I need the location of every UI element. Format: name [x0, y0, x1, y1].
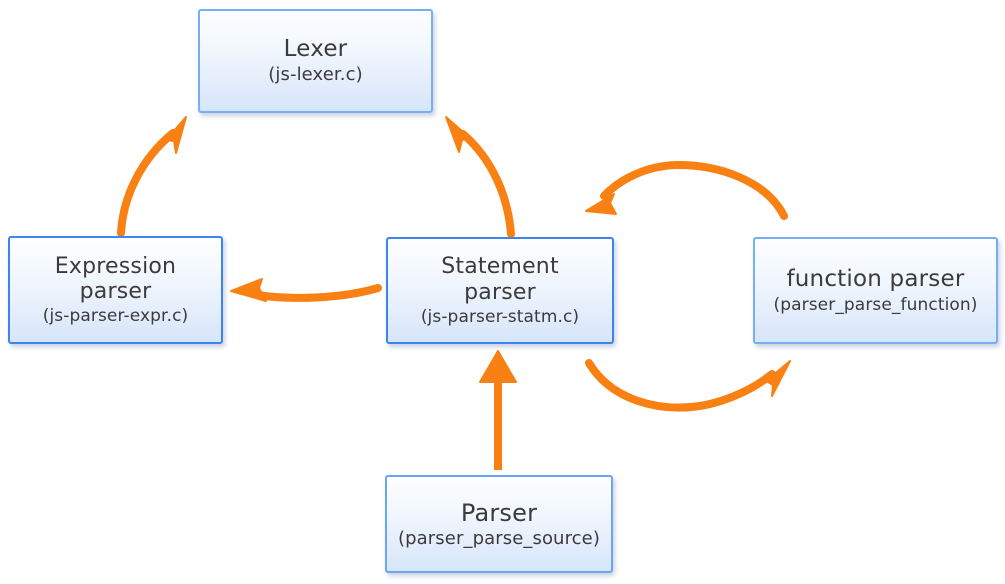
node-parser-subtitle: (parser_parse_source) — [398, 528, 600, 550]
node-expression-parser[interactable]: Expression parser (js-parser-expr.c) — [8, 236, 223, 344]
edge-statement-parser-to-function-parser — [585, 359, 791, 412]
node-expression-parser-subtitle: (js-parser-expr.c) — [42, 306, 189, 327]
node-function-parser-title: function parser — [786, 266, 965, 293]
edge-statement-parser-to-expression-parser — [230, 278, 382, 302]
edge-statement-parser-to-lexer — [445, 116, 515, 238]
node-parser-title: Parser — [460, 498, 538, 527]
node-parser[interactable]: Parser (parser_parse_source) — [385, 475, 613, 573]
edge-function-parser-to-statement-parser — [585, 160, 788, 220]
edge-parser-to-statement-parser — [479, 350, 517, 470]
node-function-parser[interactable]: function parser (parser_parse_function) — [753, 237, 998, 344]
node-lexer[interactable]: Lexer (js-lexer.c) — [198, 9, 433, 113]
node-statement-parser[interactable]: Statement parser (js-parser-statm.c) — [386, 237, 614, 344]
node-function-parser-subtitle: (parser_parse_function) — [773, 294, 978, 315]
node-lexer-title: Lexer — [283, 36, 348, 63]
node-statement-parser-title: Statement parser — [441, 254, 559, 305]
node-statement-parser-subtitle: (js-parser-statm.c) — [420, 306, 580, 327]
edge-expression-parser-to-lexer — [117, 116, 187, 237]
node-expression-parser-title: Expression parser — [54, 253, 177, 305]
node-lexer-subtitle: (js-lexer.c) — [268, 64, 363, 86]
